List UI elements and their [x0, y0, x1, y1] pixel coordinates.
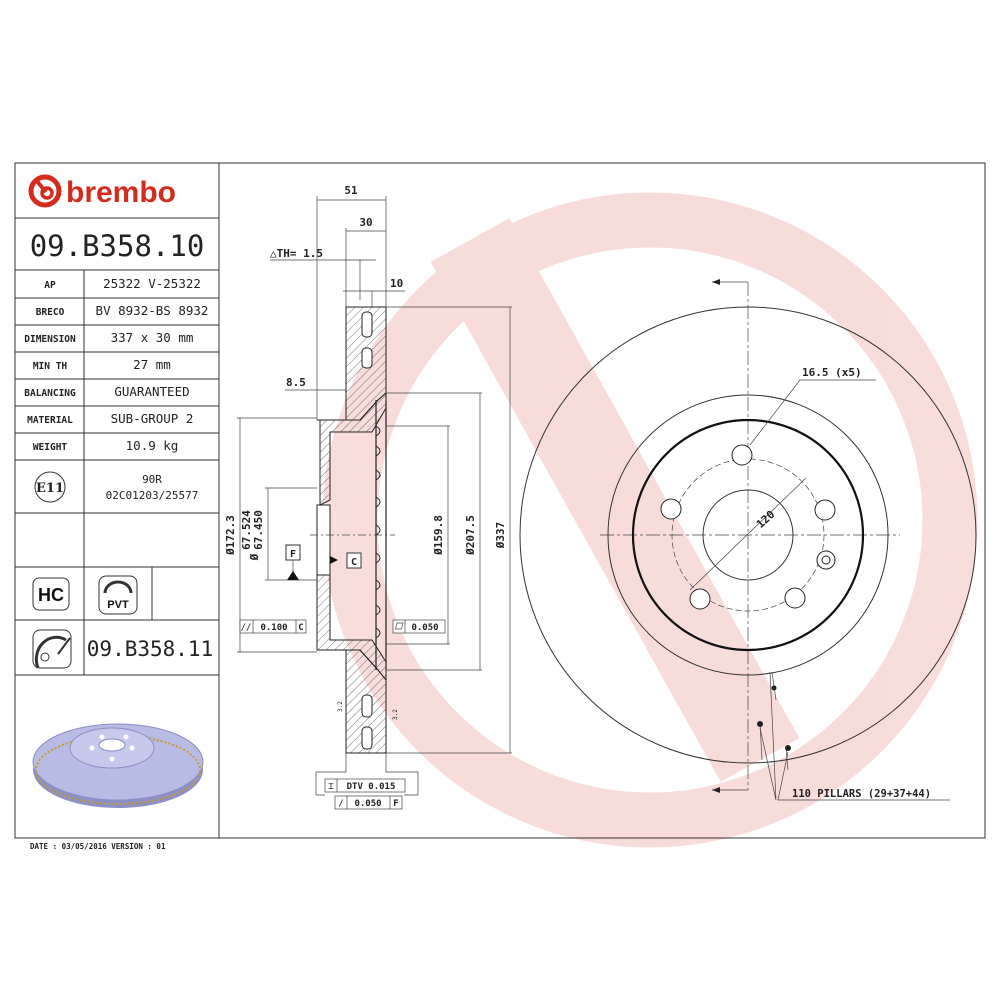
datum-f: F: [285, 544, 301, 580]
svg-text:DIMENSION: DIMENSION: [24, 334, 76, 345]
pvt-badge-icon: PVT: [98, 575, 138, 615]
svg-text:PVT: PVT: [107, 599, 129, 611]
svg-text:MIN TH: MIN TH: [33, 361, 68, 372]
approval-line2: 02C01203/25577: [106, 489, 199, 502]
footer-date-version: DATE : 03/05/2016 VERSION : 01: [30, 842, 166, 851]
disc-outer-edge: [519, 306, 977, 764]
svg-text:Ø159.8: Ø159.8: [432, 515, 445, 556]
svg-text:brembo: brembo: [66, 176, 176, 209]
spec-table: AP 25322 V-25322 BRECO BV 8932-BS 8932 D…: [24, 276, 208, 453]
pillars-label: 110 PILLARS (29+37+44): [792, 788, 931, 800]
roughness-left: 3.2: [337, 701, 344, 712]
svg-text:10: 10: [390, 277, 403, 290]
svg-text:30: 30: [359, 216, 372, 229]
bolt-hole-label: 16.5 (x5): [802, 366, 862, 379]
svg-text:27 mm: 27 mm: [133, 357, 171, 372]
disc-wear-icon: [32, 629, 72, 669]
sheet-frame: [14, 162, 986, 839]
svg-text:C: C: [351, 557, 357, 568]
front-view: [519, 279, 977, 801]
brembo-logo: brembo: [28, 174, 176, 209]
svg-text:337 x 30 mm: 337 x 30 mm: [111, 330, 194, 345]
hc-badge-icon: HC: [32, 577, 70, 611]
title-block: [15, 217, 219, 676]
svg-text:51: 51: [344, 184, 358, 197]
alt-part-number: 09.B358.11: [87, 637, 213, 661]
pcd-label: 120: [754, 508, 777, 531]
svg-text:C: C: [298, 623, 303, 633]
svg-text:0.050: 0.050: [354, 799, 381, 809]
svg-text:/: /: [338, 799, 343, 809]
svg-text:MATERIAL: MATERIAL: [27, 415, 73, 426]
cross-section-view: [310, 306, 395, 754]
svg-text:HC: HC: [38, 585, 64, 605]
svg-text:F: F: [290, 549, 296, 560]
dimensions: [237, 196, 512, 796]
svg-text:25322 V-25322: 25322 V-25322: [103, 276, 201, 291]
svg-text:E11: E11: [36, 481, 64, 496]
part-number: 09.B358.10: [30, 229, 205, 263]
svg-text:⌶: ⌶: [328, 782, 334, 792]
disc-3d-image: [32, 723, 204, 808]
parallelism-tolerance: // 0.100 C: [239, 619, 307, 634]
svg-text:AP: AP: [44, 280, 56, 291]
svg-text:10.9 kg: 10.9 kg: [126, 438, 179, 453]
svg-text:BV 8932-BS 8932: BV 8932-BS 8932: [96, 303, 209, 318]
brembo-watermark: [322, 192, 978, 848]
svg-text:0.100: 0.100: [260, 623, 287, 633]
svg-text://: //: [241, 623, 252, 633]
svg-text:WEIGHT: WEIGHT: [33, 442, 68, 453]
approval-line1: 90R: [142, 473, 162, 486]
svg-text:67.524: 67.524: [240, 510, 253, 550]
svg-text:Ø172.3: Ø172.3: [224, 515, 237, 556]
svg-text:GUARANTEED: GUARANTEED: [114, 384, 189, 399]
e11-approval-mark: E11: [34, 471, 66, 503]
flatness-tolerance: 0.050: [392, 619, 446, 634]
svg-text:BALANCING: BALANCING: [24, 388, 76, 399]
dtv-tolerance: ⌶ DTV 0.015: [324, 778, 406, 793]
svg-text:F: F: [393, 799, 398, 809]
svg-text:BRECO: BRECO: [36, 307, 65, 318]
svg-text:Ø207.5: Ø207.5: [464, 515, 477, 556]
svg-text:0.050: 0.050: [411, 623, 438, 633]
runout-tolerance: / 0.050 F: [334, 795, 403, 810]
svg-text:SUB-GROUP 2: SUB-GROUP 2: [111, 411, 194, 426]
roughness-right: 3.2: [392, 709, 399, 720]
svg-text:Ø: Ø: [248, 553, 261, 561]
svg-text:△TH= 1.5: △TH= 1.5: [270, 247, 323, 260]
svg-text:8.5: 8.5: [286, 376, 306, 389]
datum-c: C: [330, 552, 362, 569]
svg-text:67.450: 67.450: [252, 510, 265, 550]
svg-text:Ø337: Ø337: [494, 522, 507, 550]
bolt-hole: [660, 444, 836, 610]
svg-text:DTV 0.015: DTV 0.015: [347, 782, 396, 792]
center-bore: [702, 489, 794, 581]
